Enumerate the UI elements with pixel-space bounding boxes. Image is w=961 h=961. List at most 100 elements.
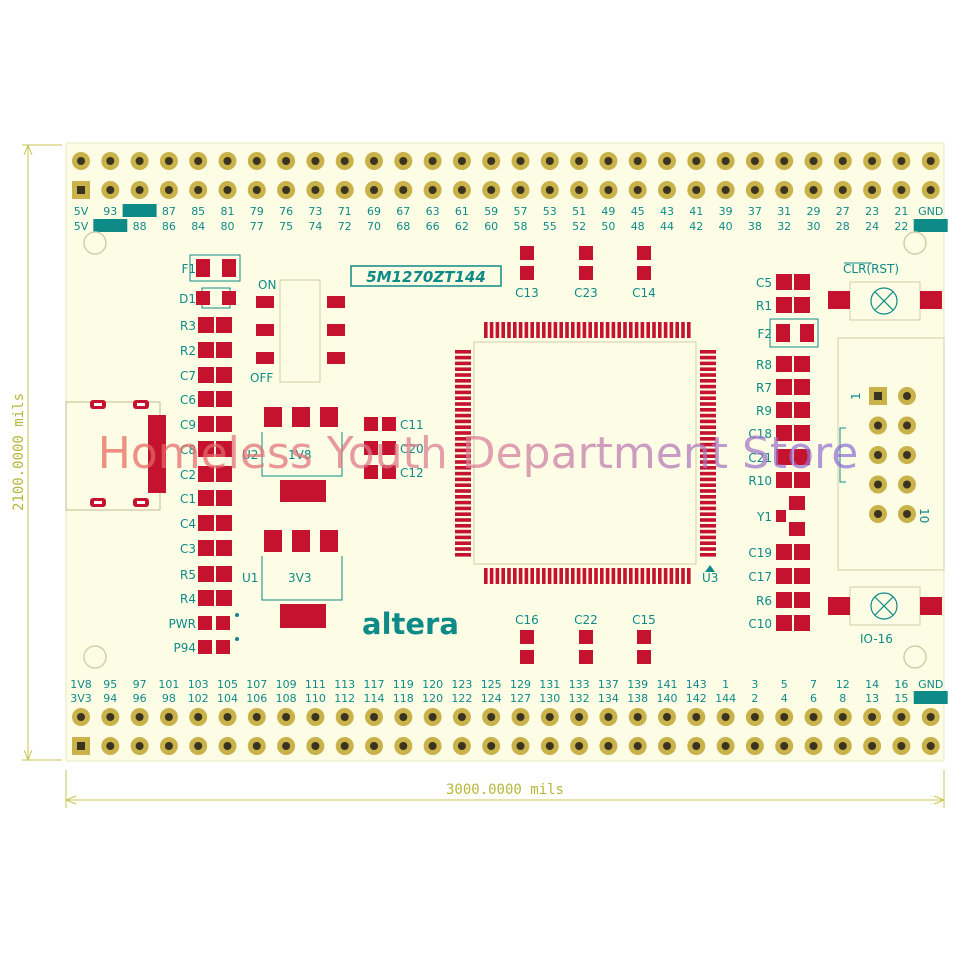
- header-pin-hole: [545, 186, 554, 194]
- qfp-pad: [489, 322, 494, 338]
- smd-pad: [216, 515, 232, 531]
- qfp-pad: [455, 367, 471, 371]
- qfp-pad: [501, 568, 505, 584]
- qfp-pad: [507, 568, 511, 584]
- header-label: 132: [569, 692, 590, 705]
- header-pin-hole: [897, 186, 906, 194]
- header-pin-hole: [194, 157, 203, 165]
- fuse-outline: [769, 318, 819, 348]
- header-label: CLK0: [917, 692, 945, 705]
- header-label: 139: [627, 678, 648, 691]
- smd-pad: [198, 540, 214, 556]
- smd-pad: [776, 297, 792, 313]
- header-pin-hole: [399, 713, 408, 721]
- header-label: CLK3: [96, 220, 124, 233]
- qfp-pad: [700, 431, 716, 435]
- header-label: 120: [422, 692, 443, 705]
- led-pad: [198, 640, 212, 654]
- smd-pad: [216, 540, 232, 556]
- header-label: 5V: [74, 220, 89, 233]
- qfp-pad: [646, 568, 650, 584]
- smd-pad: [776, 472, 792, 488]
- header-pin-hole: [604, 713, 613, 721]
- header-pin-hole: [252, 157, 261, 165]
- header-pin-hole: [370, 713, 378, 721]
- led-pad: [216, 640, 230, 654]
- header-label: 38: [748, 220, 762, 233]
- qfp-pad: [663, 322, 668, 338]
- header-pin-hole: [809, 742, 818, 750]
- header-label: 31: [777, 205, 791, 218]
- header-label: 138: [627, 692, 648, 705]
- qfp-pad: [553, 322, 558, 338]
- header-pin-hole: [780, 713, 789, 721]
- cap-pad: [579, 630, 593, 644]
- qfp-pad: [455, 535, 471, 540]
- qfp-chip-pads: [455, 322, 716, 584]
- qfp-pad: [634, 322, 639, 338]
- header-label: 144: [715, 692, 736, 705]
- qfp-pad: [700, 535, 716, 540]
- header-pin-hole: [135, 713, 144, 721]
- component-label: Y1: [756, 510, 772, 524]
- header-pin-hole: [164, 742, 173, 750]
- qfp-pad: [700, 506, 716, 511]
- header-label: 108: [276, 692, 297, 705]
- header-pin-hole: [838, 157, 847, 165]
- header-pin-hole: [428, 186, 437, 194]
- cap-pad: [520, 246, 534, 260]
- qfp-pad: [700, 361, 716, 366]
- header-pin-hole: [164, 186, 173, 194]
- header-pin-hole: [487, 713, 496, 721]
- header-pin-hole: [604, 186, 613, 194]
- header-pin-hole: [223, 742, 232, 750]
- smd-pad: [198, 490, 214, 506]
- header-pin-hole: [516, 713, 525, 721]
- smd-pad: [198, 566, 214, 582]
- qfp-pad: [675, 568, 679, 584]
- qfp-pad: [700, 442, 716, 447]
- header-pin-hole: [926, 157, 935, 165]
- header-pin-hole: [868, 186, 877, 194]
- qfp-pad: [455, 529, 471, 534]
- header-pin-hole: [399, 157, 408, 165]
- qfp-pad: [571, 568, 575, 584]
- header-label: 142: [686, 692, 707, 705]
- crystal-pad: [776, 510, 786, 522]
- header-pin-hole: [868, 742, 877, 750]
- header-label: 134: [598, 692, 619, 705]
- qfp-pad: [652, 322, 656, 338]
- header-label: 141: [657, 678, 678, 691]
- component-label: C17: [748, 570, 772, 584]
- component-label: PWR: [169, 617, 196, 631]
- component-label: F2: [757, 327, 772, 341]
- qfp-pad: [484, 568, 488, 584]
- component-label: P94: [173, 641, 196, 655]
- qfp-pad: [455, 547, 471, 551]
- header-label: 60: [484, 220, 498, 233]
- header-label: 93: [103, 205, 117, 218]
- header-pin-hole: [428, 157, 437, 165]
- cap-pad: [364, 465, 378, 479]
- header-label: 66: [426, 220, 440, 233]
- qfp-pad: [658, 568, 662, 584]
- smd-pad: [794, 356, 810, 372]
- smd-pad: [776, 425, 792, 441]
- smd-pad: [794, 472, 810, 488]
- qfp-pad: [455, 419, 471, 424]
- header-label-box: [93, 219, 128, 232]
- qfp-pad: [542, 568, 546, 584]
- qfp-pad: [594, 322, 598, 338]
- header-label: 86: [162, 220, 176, 233]
- jtag-pin-hole: [874, 451, 882, 459]
- fuse-pad: [800, 324, 814, 342]
- header-pin-hole: [516, 742, 525, 750]
- qfp-pad: [455, 500, 471, 505]
- component-label: C1: [180, 492, 196, 506]
- header-label: 77: [250, 220, 264, 233]
- header-pin-hole: [194, 186, 203, 194]
- header-pin-hole: [311, 713, 320, 721]
- diode-pad: [222, 291, 236, 305]
- header-label: 94: [103, 692, 117, 705]
